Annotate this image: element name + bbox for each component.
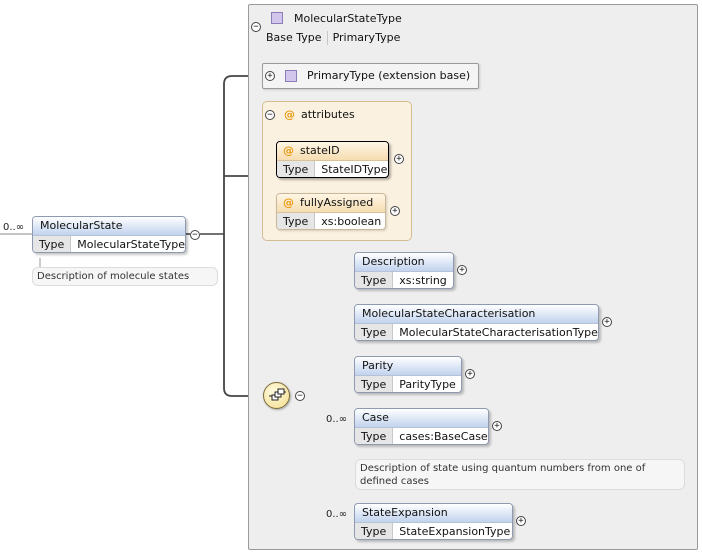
element-parity[interactable]: Parity Type ParityType xyxy=(354,356,462,393)
attribute-stateid[interactable]: @ stateID Type StateIDType xyxy=(276,141,389,178)
element-name: Description xyxy=(355,253,453,272)
element-type-value: xs:string xyxy=(399,274,447,287)
base-type-label: Base Type xyxy=(266,31,328,45)
stateexpansion-expand-icon[interactable]: + xyxy=(516,516,526,526)
element-case[interactable]: Case Type cases:BaseCase xyxy=(354,408,489,445)
complex-type-icon xyxy=(271,12,283,24)
sequence-collapse-icon[interactable]: − xyxy=(295,391,305,401)
element-type-label: Type xyxy=(355,272,394,288)
element-name: MolecularState xyxy=(33,217,185,236)
attribute-fullyassigned[interactable]: @ fullyAssigned Type xs:boolean xyxy=(276,193,386,230)
element-name: Case xyxy=(355,409,488,428)
root-documentation: Description of molecule states xyxy=(32,267,218,286)
element-type-label: Type xyxy=(355,324,394,340)
element-molecularstate[interactable]: MolecularState Type MolecularStateType xyxy=(32,216,186,253)
element-type-value: cases:BaseCase xyxy=(399,430,488,443)
element-description[interactable]: Description Type xs:string xyxy=(354,252,454,289)
extension-base-box[interactable] xyxy=(262,63,479,89)
extension-type-icon xyxy=(285,70,297,82)
element-type-value: ParityType xyxy=(399,378,456,391)
element-name: Parity xyxy=(355,357,461,376)
attribute-type-value: xs:boolean xyxy=(321,215,382,228)
attribute-type-label: Type xyxy=(277,213,316,229)
case-occurrence: 0..∞ xyxy=(326,414,348,425)
attributes-at-icon: @ xyxy=(284,108,295,121)
attribute-icon: @ xyxy=(283,196,294,209)
extension-expand-icon[interactable]: + xyxy=(265,71,275,81)
element-type-value: MolecularStateCharacterisationType xyxy=(399,326,598,339)
element-type-value: StateExpansionType xyxy=(399,525,511,538)
description-expand-icon[interactable]: + xyxy=(457,265,467,275)
element-type-label: Type xyxy=(355,376,394,392)
element-name: MolecularStateCharacterisation xyxy=(355,305,598,324)
attributes-collapse-icon[interactable]: − xyxy=(265,110,275,120)
element-type-label: Type xyxy=(33,236,72,252)
element-type-value: MolecularStateType xyxy=(77,238,186,251)
attribute-type-value: StateIDType xyxy=(321,163,388,176)
characterisation-expand-icon[interactable]: + xyxy=(602,317,612,327)
sequence-compositor-icon[interactable] xyxy=(263,382,290,409)
parity-expand-icon[interactable]: + xyxy=(465,369,475,379)
root-occurrence: 0..∞ xyxy=(3,222,25,233)
element-type-label: Type xyxy=(355,428,394,444)
attribute-name: stateID xyxy=(300,144,340,157)
fullyassigned-expand-icon[interactable]: + xyxy=(390,206,400,216)
base-type-row: Base Type PrimaryType xyxy=(266,31,400,45)
element-name: StateExpansion xyxy=(355,504,512,523)
stateid-expand-icon[interactable]: + xyxy=(394,154,404,164)
attribute-type-label: Type xyxy=(277,161,316,177)
complex-type-collapse-icon[interactable]: − xyxy=(251,22,261,32)
extension-base-label: PrimaryType (extension base) xyxy=(307,69,471,82)
stateexpansion-occurrence: 0..∞ xyxy=(326,509,348,520)
case-expand-icon[interactable]: + xyxy=(492,421,502,431)
element-type-label: Type xyxy=(355,523,394,539)
root-collapse-icon[interactable]: − xyxy=(190,230,200,240)
attribute-name: fullyAssigned xyxy=(300,196,374,209)
element-molecularstatecharacterisation[interactable]: MolecularStateCharacterisation Type Molec… xyxy=(354,304,599,341)
case-documentation: Description of state using quantum numbe… xyxy=(355,459,685,490)
attributes-label: attributes xyxy=(301,108,355,121)
sequence-glyph xyxy=(269,388,286,401)
element-stateexpansion[interactable]: StateExpansion Type StateExpansionType xyxy=(354,503,513,540)
complex-type-name: MolecularStateType xyxy=(294,12,402,25)
attribute-icon: @ xyxy=(283,144,294,157)
base-type-value: PrimaryType xyxy=(332,31,401,44)
